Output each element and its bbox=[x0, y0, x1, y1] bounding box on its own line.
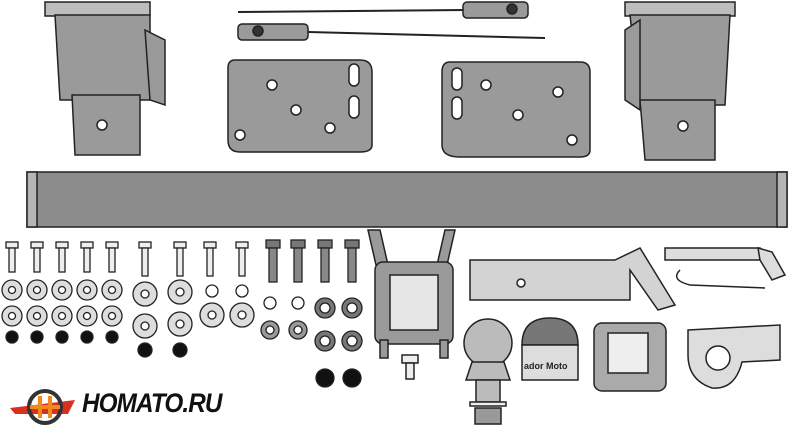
washer-hole bbox=[7, 311, 17, 321]
hitch-receiver bbox=[367, 229, 456, 359]
nut bbox=[5, 330, 19, 344]
washer-hole bbox=[175, 319, 185, 329]
bolt-shank bbox=[320, 247, 330, 283]
right-bracket bbox=[624, 1, 736, 161]
spring-washer bbox=[235, 284, 249, 298]
nut bbox=[137, 342, 153, 358]
nut bbox=[342, 368, 362, 388]
nut bbox=[55, 330, 69, 344]
bolt-shank bbox=[8, 247, 16, 273]
bolt-shank bbox=[141, 247, 149, 277]
washer-hole bbox=[107, 285, 117, 295]
bolt-head bbox=[55, 241, 69, 249]
washer-hole bbox=[207, 310, 217, 320]
wire-harness-straps bbox=[237, 1, 546, 41]
bolt-shank bbox=[83, 247, 91, 273]
washer-hole bbox=[7, 285, 17, 295]
tow-ball bbox=[463, 318, 513, 425]
bolt-head bbox=[344, 239, 360, 249]
washer-hole bbox=[175, 287, 185, 297]
bolt-shank bbox=[268, 247, 278, 283]
bolt-head bbox=[30, 241, 44, 249]
bolt-small bbox=[401, 354, 419, 380]
nut bbox=[105, 330, 119, 344]
washer-hole bbox=[346, 335, 358, 347]
washer-hole bbox=[140, 321, 150, 331]
washer-hole bbox=[346, 302, 358, 314]
logo-text: HOMATO.RU bbox=[82, 388, 222, 418]
bolt-shank bbox=[347, 247, 357, 283]
washer-hole bbox=[237, 310, 247, 320]
washer-hole bbox=[32, 285, 42, 295]
bolt-head bbox=[235, 241, 249, 249]
nut bbox=[30, 330, 44, 344]
spring-washer bbox=[205, 284, 219, 298]
bolt-shank bbox=[293, 247, 303, 283]
bolt-shank bbox=[206, 247, 214, 277]
bolt-head bbox=[80, 241, 94, 249]
bolt-shank bbox=[176, 247, 184, 277]
bolt-shank bbox=[238, 247, 246, 277]
drawbar bbox=[469, 247, 677, 311]
bolt-shank bbox=[33, 247, 41, 273]
bolt-head bbox=[290, 239, 306, 249]
bolt-shank bbox=[58, 247, 66, 273]
crossbeam bbox=[26, 171, 788, 228]
spring-washer bbox=[291, 296, 305, 310]
mounting-plate-right bbox=[441, 61, 591, 158]
bolt-head bbox=[5, 241, 19, 249]
fastener-set bbox=[1, 239, 363, 388]
washer-hole bbox=[32, 311, 42, 321]
washer-hole bbox=[57, 285, 67, 295]
left-bracket bbox=[44, 1, 166, 156]
washer-hole bbox=[293, 325, 303, 335]
washer-hole bbox=[82, 285, 92, 295]
washer-hole bbox=[319, 335, 331, 347]
washer-hole bbox=[107, 311, 117, 321]
bolt-head bbox=[105, 241, 119, 249]
bolt-head bbox=[265, 239, 281, 249]
bolt-head bbox=[173, 241, 187, 249]
ball-cover-label: ador Moto bbox=[524, 361, 568, 371]
washer-hole bbox=[319, 302, 331, 314]
nut bbox=[80, 330, 94, 344]
ball-cover bbox=[521, 317, 579, 381]
hitch-pin-and-clip bbox=[664, 246, 787, 289]
mounting-plate-left bbox=[227, 59, 373, 153]
nut bbox=[315, 368, 335, 388]
bolt-head bbox=[317, 239, 333, 249]
socket-housing bbox=[593, 322, 667, 392]
bolt-shank bbox=[108, 247, 116, 273]
bolt-head bbox=[203, 241, 217, 249]
bolt-head bbox=[138, 241, 152, 249]
washer-hole bbox=[82, 311, 92, 321]
nut bbox=[172, 342, 188, 358]
washer-hole bbox=[57, 311, 67, 321]
washer-hole bbox=[140, 289, 150, 299]
logo-icon bbox=[10, 389, 75, 425]
socket-bracket bbox=[687, 324, 781, 389]
washer-hole bbox=[265, 325, 275, 335]
spring-washer bbox=[263, 296, 277, 310]
